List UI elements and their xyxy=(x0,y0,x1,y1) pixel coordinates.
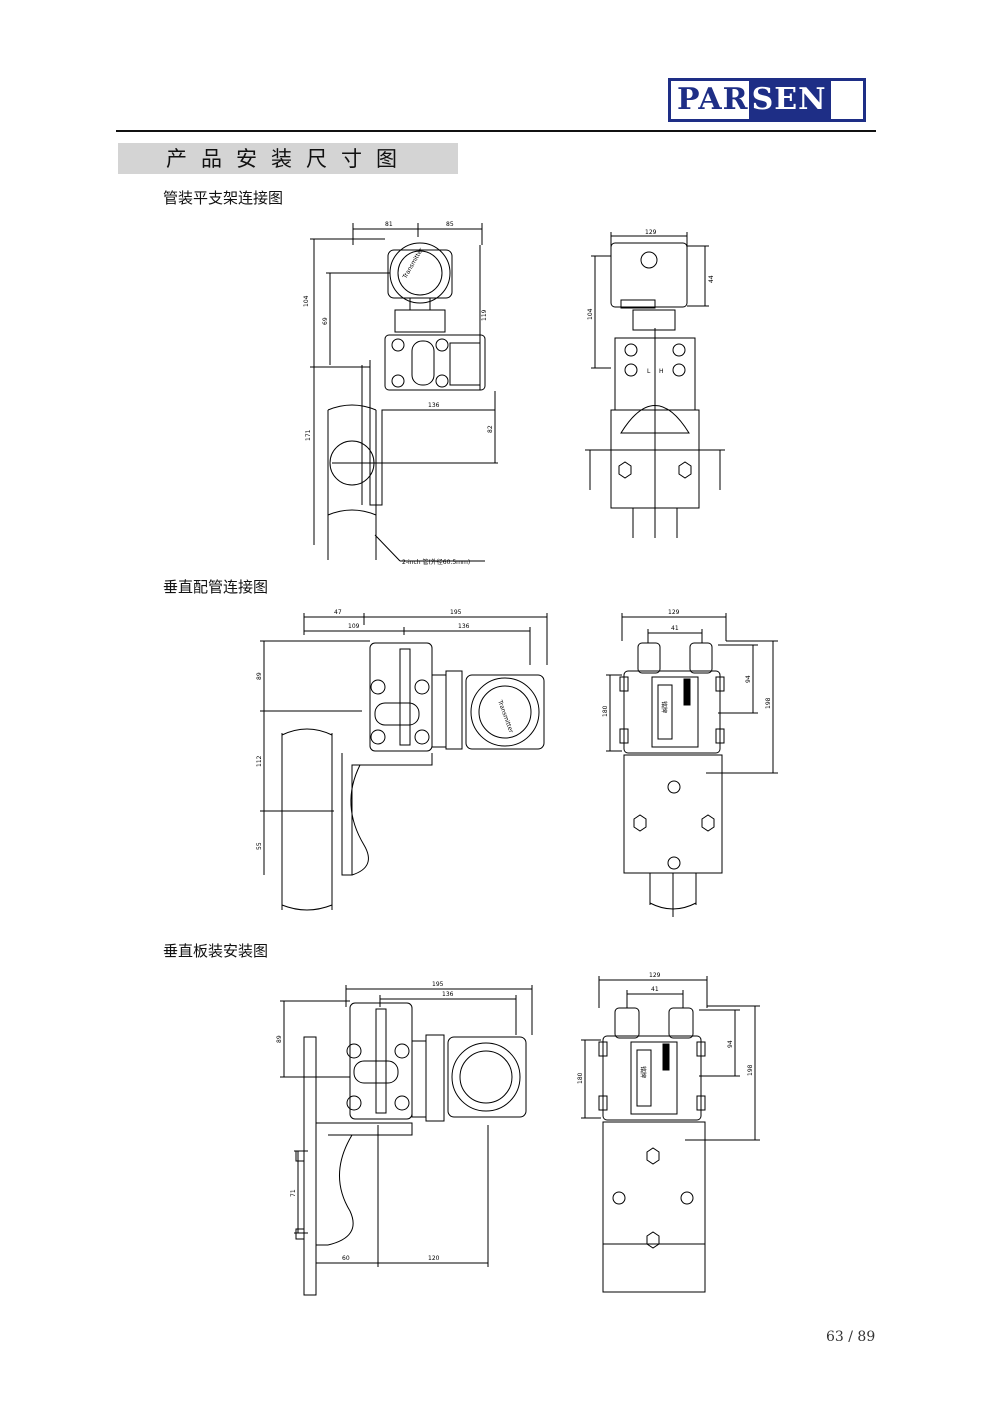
fig1-dim-69: 69 xyxy=(322,317,329,325)
page-number: 63 / 89 xyxy=(826,1329,876,1345)
fig3-dim-60: 60 xyxy=(342,1255,350,1262)
logo-text-sen: SEN xyxy=(748,81,831,119)
fig3-nameplate-label: 铭牌 xyxy=(639,1066,647,1078)
figure-2-caption: 垂直配管连接图 xyxy=(163,578,269,596)
fig3-dim-195: 195 xyxy=(432,981,444,988)
fig1-front-dim-44: 44 xyxy=(708,275,715,283)
fig3-front-dim-198: 198 xyxy=(747,1064,754,1076)
figure-3-caption: 垂直板装安装图 xyxy=(163,942,269,960)
fig2-front-dim-129: 129 xyxy=(668,609,680,616)
figure-1-side-view: 81 85 104 69 119 136 171 82 Transmitter … xyxy=(303,221,498,566)
fig3-front-dim-94: 94 xyxy=(727,1040,734,1048)
section-title: 产品安装尺寸图 xyxy=(166,147,411,171)
fig3-dim-120: 120 xyxy=(428,1255,440,1262)
fig3-dim-71: 71 xyxy=(290,1189,297,1197)
fig1-pipe-note: 2-inch 管(外径60.5mm) xyxy=(402,558,470,566)
fig3-dim-89: 89 xyxy=(276,1035,283,1043)
fig1-dim-136: 136 xyxy=(428,402,440,409)
fig3-front-dim-41: 41 xyxy=(651,986,659,993)
parsen-logo: PAR SEN xyxy=(668,78,866,122)
fig2-dim-136: 136 xyxy=(458,623,470,630)
section-title-bar xyxy=(118,143,458,174)
fig1-dim-119: 119 xyxy=(481,309,488,321)
fig1-dim-104: 104 xyxy=(303,295,310,307)
fig1-transmitter-label: Transmitter xyxy=(401,246,425,280)
figure-1-front-view: 129 44 104 L H xyxy=(585,229,725,538)
figure-1-caption: 管装平支架连接图 xyxy=(163,189,284,207)
fig2-dim-195: 195 xyxy=(450,609,462,616)
fig2-front-dim-198: 198 xyxy=(765,697,772,709)
fig1-label-l: L xyxy=(647,368,651,375)
figure-2-front-view: 129 41 94 180 198 铭牌 xyxy=(602,609,778,917)
fig3-front-dim-129: 129 xyxy=(649,972,661,979)
header-rule xyxy=(116,130,876,132)
fig1-label-h: H xyxy=(659,368,664,375)
fig2-transmitter-label: Transmitter xyxy=(496,698,515,734)
fig1-dim-171: 171 xyxy=(305,429,312,441)
fig2-front-dim-94: 94 xyxy=(745,675,752,683)
fig3-dim-136: 136 xyxy=(442,991,454,998)
fig2-front-dim-180: 180 xyxy=(602,705,609,717)
logo-text-par: PAR xyxy=(677,82,749,117)
fig1-front-dim-104: 104 xyxy=(587,308,594,320)
figure-2-side-view: 47 195 109 136 89 112 55 Transmitter xyxy=(256,609,548,911)
fig2-nameplate-label: 铭牌 xyxy=(660,701,668,713)
fig1-dim-85: 85 xyxy=(446,221,454,228)
fig2-dim-47: 47 xyxy=(334,609,342,616)
fig1-front-dim-129: 129 xyxy=(645,229,657,236)
fig2-dim-109: 109 xyxy=(348,623,360,630)
figure-3-front-view: 129 41 94 180 198 铭牌 xyxy=(577,972,760,1293)
fig2-dim-112: 112 xyxy=(256,755,263,767)
fig2-dim-55: 55 xyxy=(256,842,263,850)
fig3-front-dim-180: 180 xyxy=(577,1072,584,1084)
fig2-front-dim-41: 41 xyxy=(671,625,679,632)
fig1-dim-82: 82 xyxy=(487,425,494,433)
figure-3-side-view: 195 136 89 71 60 120 xyxy=(276,981,533,1296)
fig2-dim-89: 89 xyxy=(256,672,263,680)
fig1-dim-81: 81 xyxy=(385,221,393,228)
